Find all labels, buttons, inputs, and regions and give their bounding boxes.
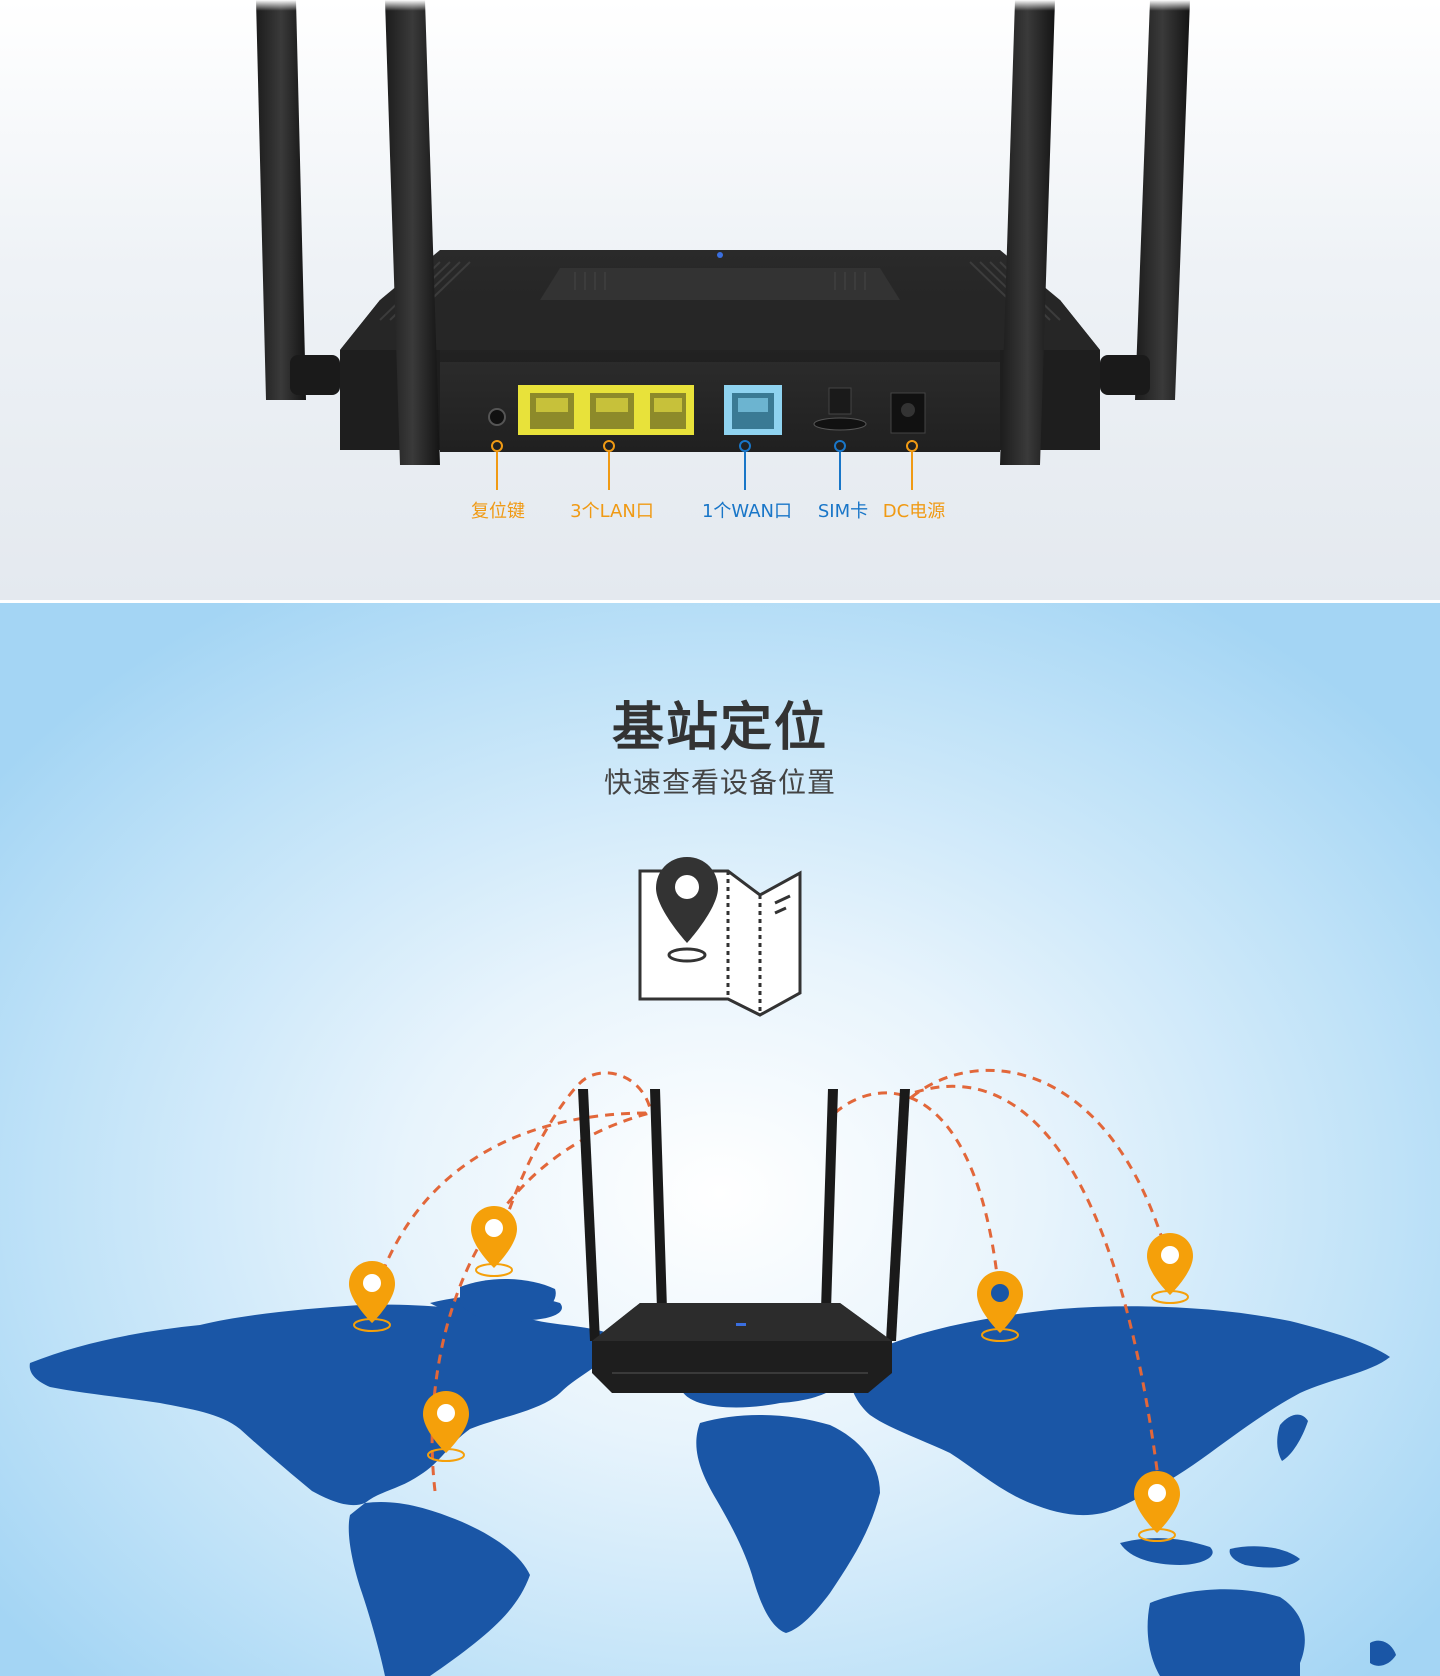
section-subtitle: 快速查看设备位置 (603, 766, 836, 799)
lan-ports (518, 385, 694, 435)
router-front-illustration (578, 1089, 910, 1393)
port-label-dc: DC电源 (882, 501, 946, 522)
antennas (0, 0, 1440, 465)
reset-button-port (488, 408, 506, 426)
location-pin-icon (1134, 1471, 1180, 1542)
route-lines (370, 1068, 1172, 1494)
sim-card-slot (813, 387, 867, 431)
location-pin-icon (423, 1391, 469, 1462)
world-map-illustration (29, 857, 1396, 1676)
port-label-reset: 复位键 (471, 501, 525, 522)
wan-port (724, 385, 782, 435)
port-label-lan: 3个LAN口 (570, 501, 654, 522)
port-label-sim: SIM卡 (817, 501, 869, 522)
positioning-section: 基站定位 快速查看设备位置 (0, 603, 1440, 1676)
location-pin-icon (977, 1271, 1023, 1342)
port-leader-lines (491, 440, 918, 490)
section-divider (0, 600, 1440, 603)
router-ports-section: 复位键 3个LAN口 1个WAN口 SIM卡 DC电源 (0, 0, 1440, 600)
map-location-icon (638, 857, 802, 1017)
router-body (340, 250, 1100, 452)
port-label-wan: 1个WAN口 (701, 501, 793, 522)
location-pin-icon (349, 1261, 395, 1332)
section-title: 基站定位 (611, 698, 828, 758)
location-pin-icon (1147, 1233, 1193, 1304)
location-pin-icon (471, 1206, 517, 1277)
router-back-illustration (0, 0, 1440, 490)
location-pins (349, 1206, 1193, 1542)
dc-power-port (890, 392, 926, 434)
